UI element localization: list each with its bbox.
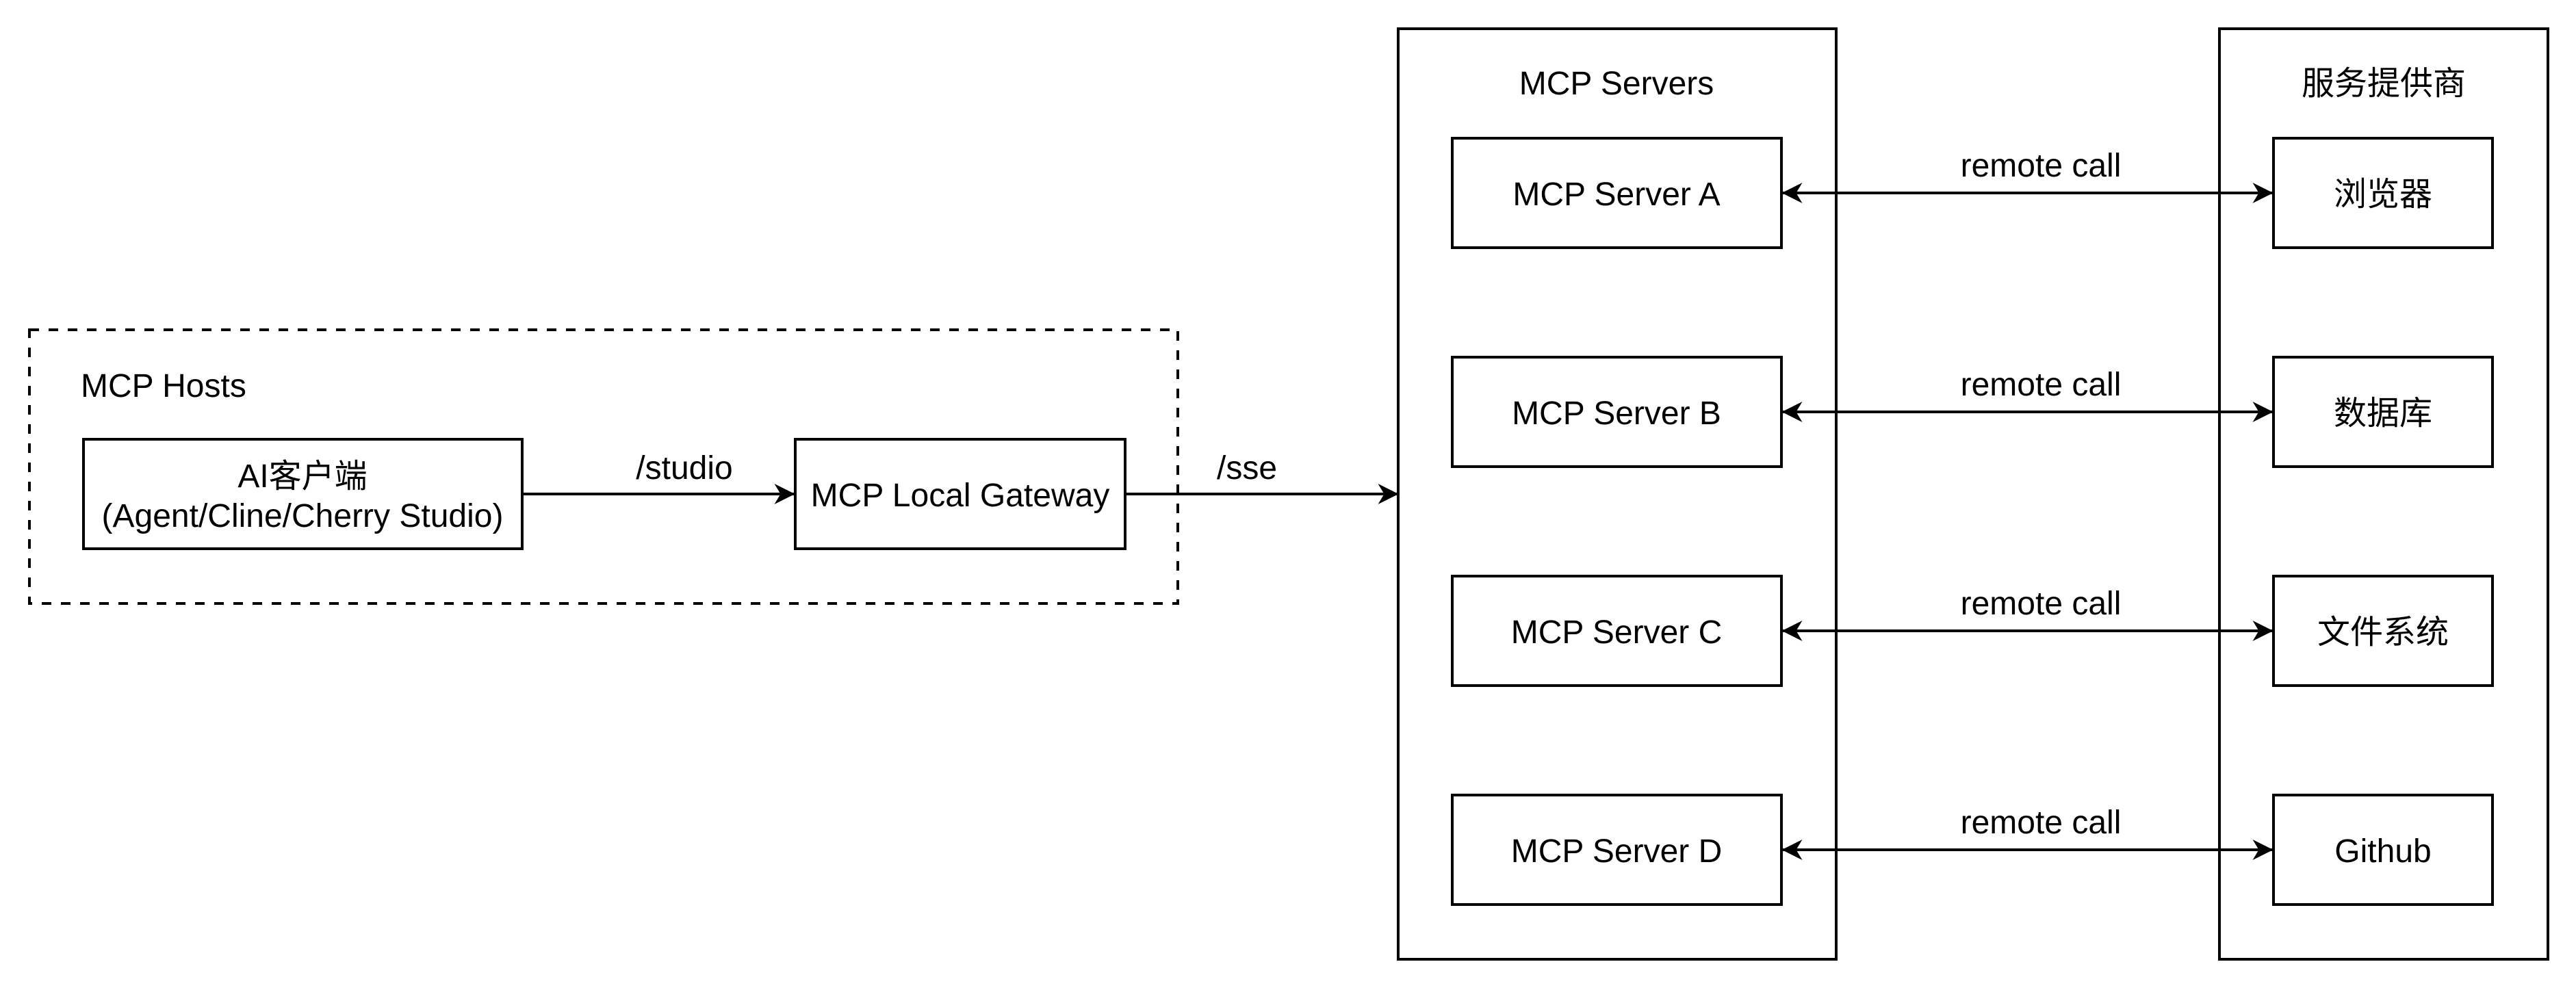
mcp-servers-group: MCP Servers MCP Server A MCP Server B MC… xyxy=(1397,27,1838,961)
mcp-servers-title: MCP Servers xyxy=(1519,66,1714,102)
mcp-servers-container xyxy=(1397,27,1838,961)
provider-browser-box xyxy=(2272,137,2494,249)
mcp-server-a-box xyxy=(1451,137,1783,249)
local-gateway-box xyxy=(794,438,1126,550)
ai-client-label-line1: AI客户端 xyxy=(237,458,367,495)
provider-filesystem-box xyxy=(2272,575,2494,687)
remote-call-label-d: remote call xyxy=(1961,805,2122,841)
mcp-hosts-container xyxy=(28,328,1179,605)
ai-client-label-line2: (Agent/Cline/Cherry Studio) xyxy=(102,498,504,534)
providers-group: 服务提供商 浏览器 数据库 文件系统 Github xyxy=(2218,27,2549,961)
provider-github-box xyxy=(2272,794,2494,906)
mcp-server-c-box xyxy=(1451,575,1783,687)
remote-call-label-c: remote call xyxy=(1961,586,2122,622)
provider-filesystem-label: 文件系统 xyxy=(2317,614,2449,651)
mcp-server-d-label: MCP Server D xyxy=(1511,833,1723,870)
gateway-to-servers-label: /sse xyxy=(1217,450,1277,486)
providers-title: 服务提供商 xyxy=(2302,66,2466,102)
mcp-server-a-label: MCP Server A xyxy=(1512,177,1720,213)
mcp-hosts-title: MCP Hosts xyxy=(81,368,246,404)
provider-github-label: Github xyxy=(2334,833,2431,870)
mcp-server-d-box xyxy=(1451,794,1783,906)
mcp-server-b-label: MCP Server B xyxy=(1512,395,1721,432)
provider-database-box xyxy=(2272,356,2494,468)
remote-call-label-b: remote call xyxy=(1961,367,2122,403)
mcp-server-b-box xyxy=(1451,356,1783,468)
providers-container xyxy=(2218,27,2549,961)
mcp-server-c-label: MCP Server C xyxy=(1511,614,1723,651)
mcp-hosts-group: MCP Hosts AI客户端 (Agent/Cline/Cherry Stud… xyxy=(28,328,1179,605)
remote-call-label-a: remote call xyxy=(1961,148,2122,184)
provider-browser-label: 浏览器 xyxy=(2334,177,2432,213)
provider-database-label: 数据库 xyxy=(2334,395,2432,432)
local-gateway-label: MCP Local Gateway xyxy=(811,478,1110,514)
client-to-gateway-label: /studio xyxy=(636,450,732,486)
